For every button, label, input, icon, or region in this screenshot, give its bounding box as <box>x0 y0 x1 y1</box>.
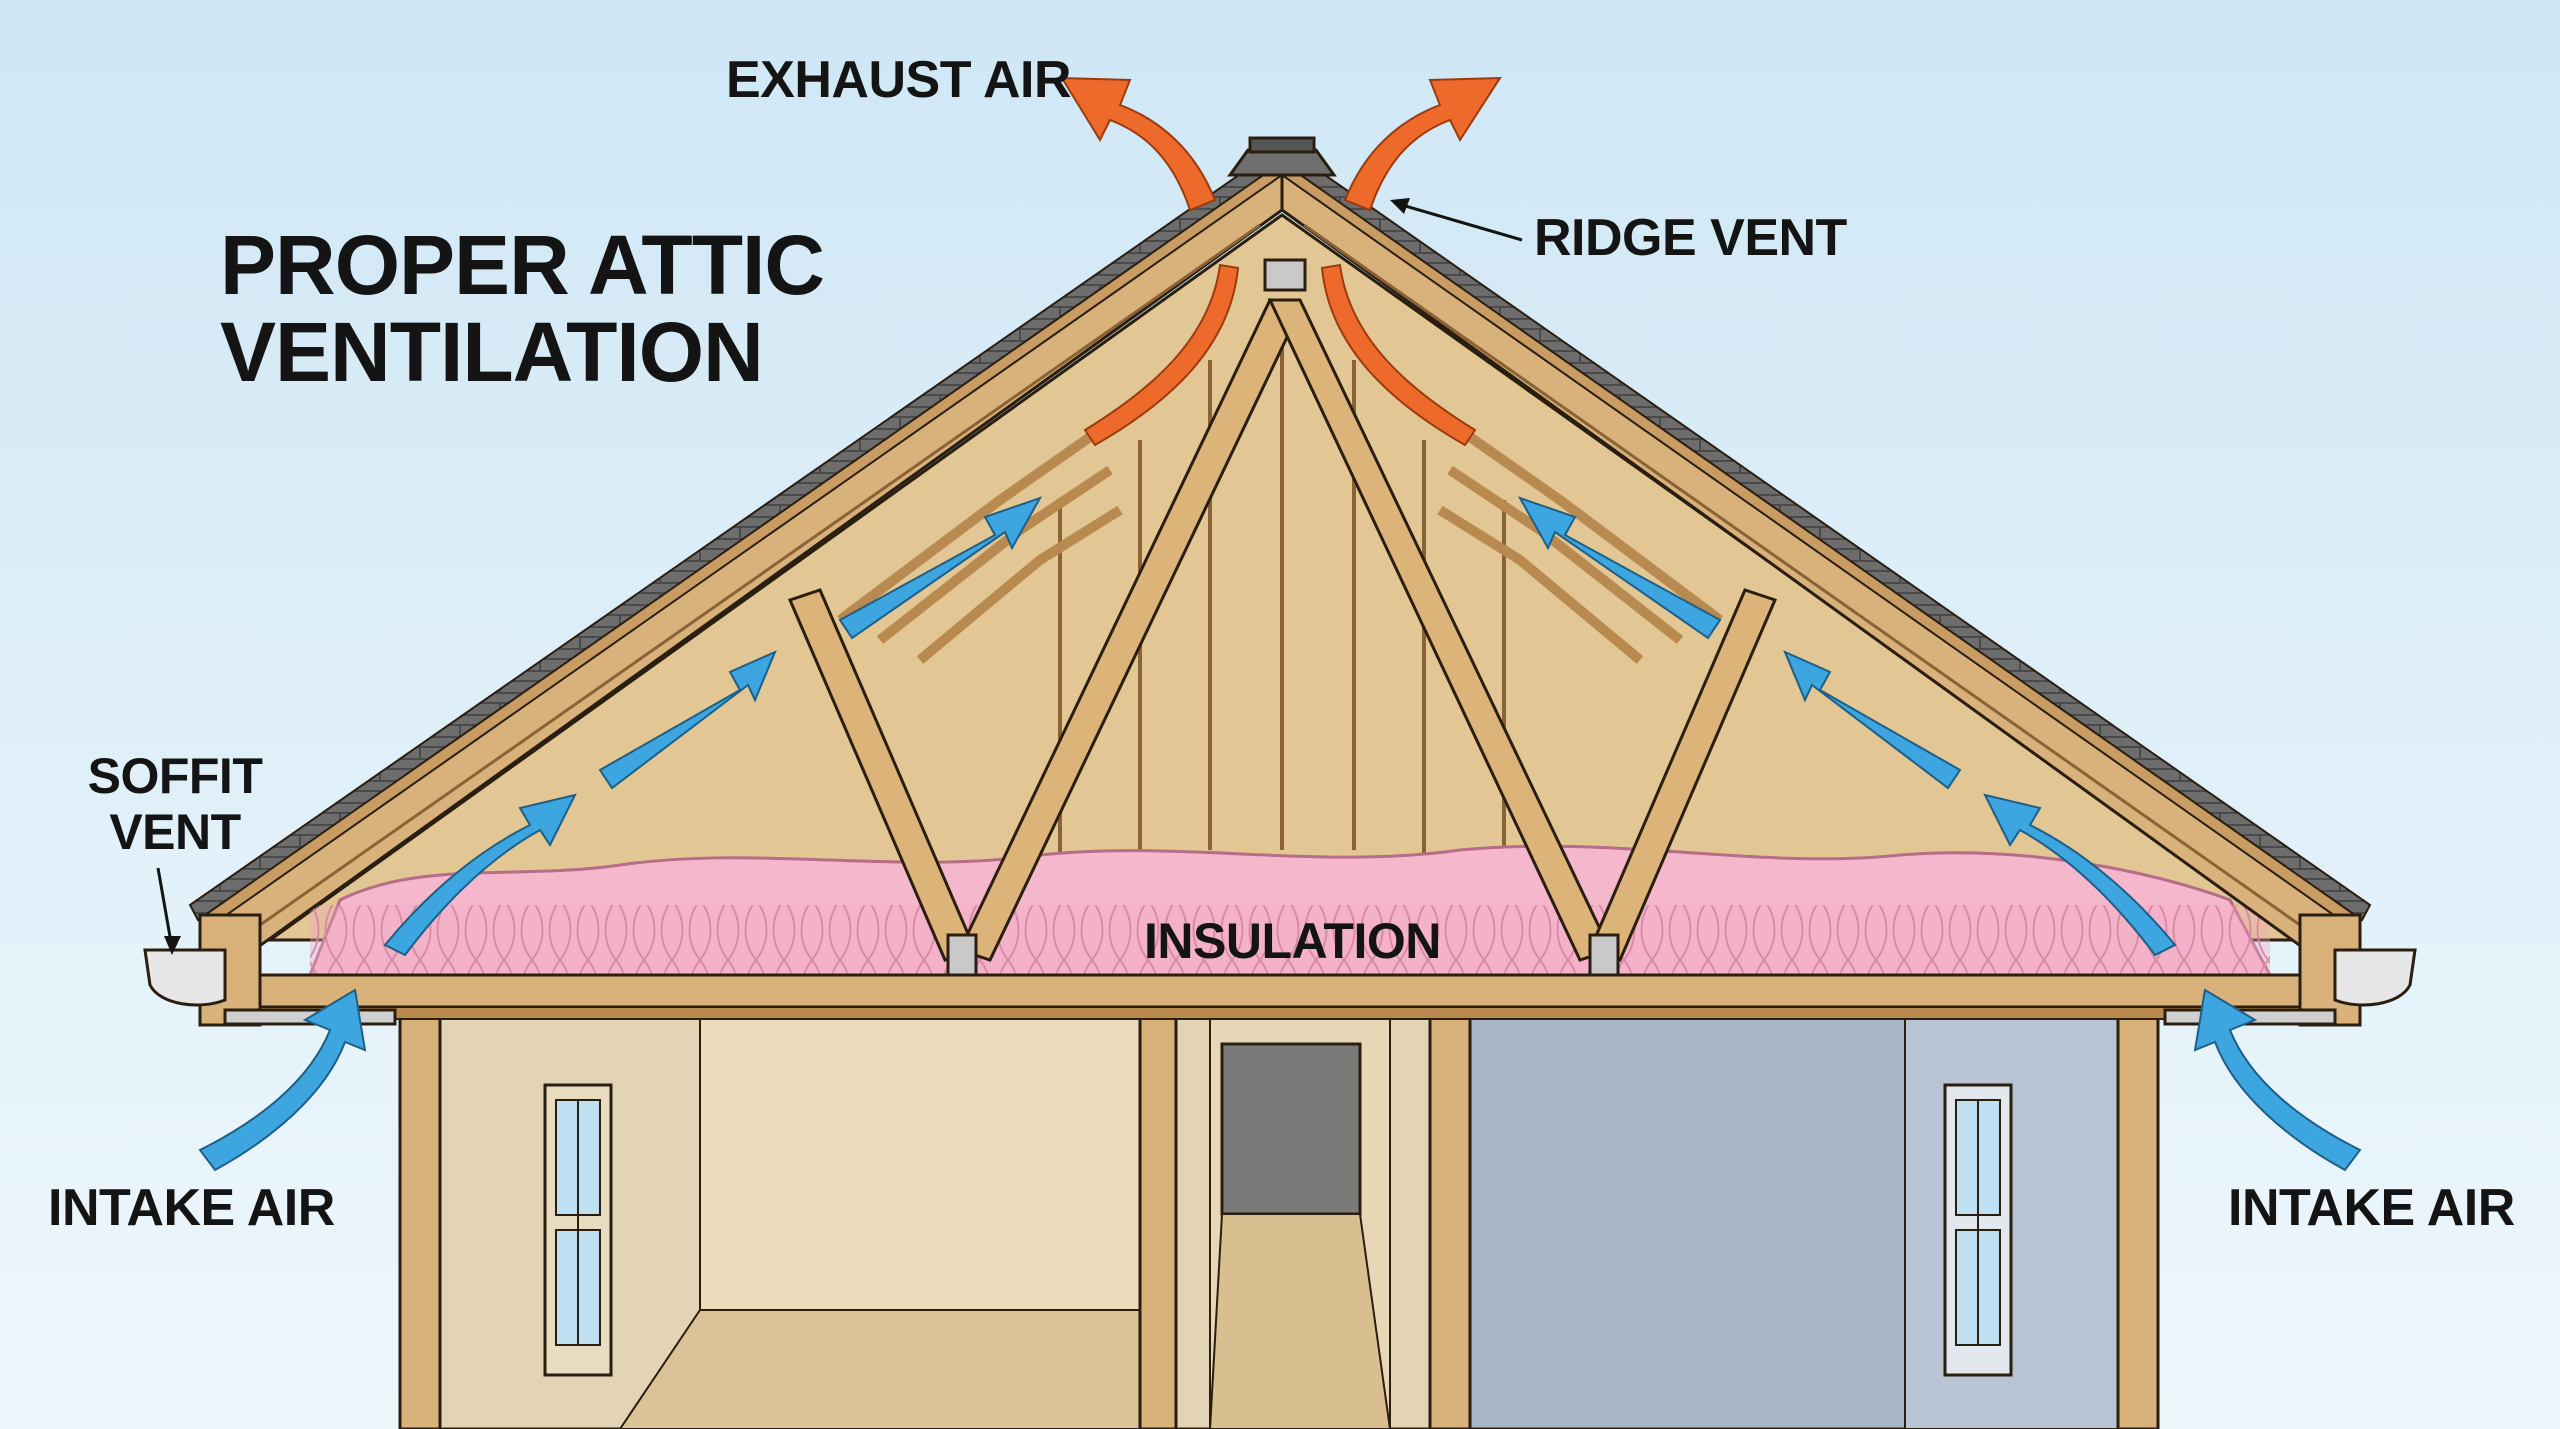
ridge-vent-leader <box>1394 201 1523 242</box>
roof-shingles <box>188 143 2372 932</box>
hall-doorway <box>1220 1042 1362 1216</box>
airflow-arrow-right-2 <box>1783 650 1962 790</box>
ceiling-joist <box>218 973 2352 1009</box>
truss-web-members <box>787 258 1778 993</box>
soffit-vent-label: SOFFIT VENT <box>80 748 270 860</box>
exhaust-arrow-left <box>1060 76 1217 212</box>
airflow-arrow-right-3 <box>1517 496 1722 640</box>
left-window <box>543 1083 613 1377</box>
title-line-2: VENTILATION <box>220 305 764 400</box>
interior-walls <box>398 1003 2160 1429</box>
insulation-label: INSULATION <box>1144 913 1441 969</box>
hall-floor <box>1208 1213 1392 1429</box>
label-leader-lines <box>156 198 1523 955</box>
left-room-floor <box>618 1309 1141 1429</box>
attic-studs <box>1058 300 1506 880</box>
intake-arrow-left <box>198 988 367 1172</box>
intake-air-label-left: INTAKE AIR <box>48 1179 335 1237</box>
airflow-arrow-left-1 <box>383 793 577 957</box>
exhaust-inner-left <box>1083 263 1240 447</box>
intake-air-label-right: INTAKE AIR <box>2228 1179 2515 1237</box>
exhaust-airflow-arrows <box>1060 76 1502 447</box>
top-plate <box>219 1006 2351 1020</box>
exhaust-air-label: EXHAUST AIR <box>726 51 1072 109</box>
intake-airflow-arrows <box>198 496 2362 1172</box>
exhaust-inner-right <box>1320 263 1477 447</box>
insulation-batt <box>307 844 2273 977</box>
right-window <box>1943 1083 2013 1377</box>
ridge-vent-label: RIDGE VENT <box>1534 209 1847 267</box>
intake-arrow-right <box>2193 988 2362 1172</box>
ridge-vent-cap <box>1227 136 1337 177</box>
airflow-arrow-right-1 <box>1983 793 2177 957</box>
left-room-back <box>699 1009 1141 1311</box>
exhaust-arrow-right <box>1343 76 1502 212</box>
soffit-vent-leader <box>156 867 174 949</box>
title-line-1: PROPER ATTIC <box>220 218 825 312</box>
soffit-line-1: SOFFIT <box>87 748 263 804</box>
airflow-arrow-left-3 <box>838 496 1043 640</box>
diagram-title: PROPER ATTIC VENTILATION <box>220 218 860 400</box>
airflow-arrow-left-2 <box>598 650 777 790</box>
soffit-line-2: VENT <box>109 804 241 860</box>
